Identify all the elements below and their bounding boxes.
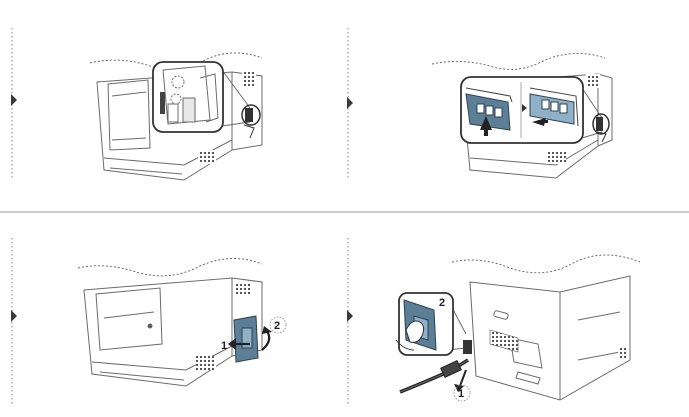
svg-text:2: 2 (439, 297, 445, 309)
part-grill (242, 72, 256, 86)
svg-text:2: 2 (274, 320, 280, 332)
port-detail (592, 113, 610, 143)
side-cover (233, 315, 259, 363)
removal-arrows (228, 326, 272, 351)
arrow-right-icon (347, 310, 353, 322)
step-number-2: 2 (439, 297, 445, 309)
arrow-right-icon (11, 310, 17, 322)
part-grill (586, 74, 600, 88)
arrow-right-icon (347, 97, 353, 109)
memory-module (465, 87, 513, 136)
svg-text:1: 1 (221, 340, 227, 352)
memory-module (529, 87, 579, 127)
step-number-2: 2 (269, 316, 287, 334)
printer-illustration (77, 257, 263, 387)
printer-illustration (451, 254, 641, 401)
part-grill (489, 329, 519, 353)
part-grill (236, 282, 250, 296)
port-detail (241, 104, 261, 139)
zoom-callout (152, 61, 251, 133)
zoom-callout (395, 292, 467, 356)
step-number-1: 1 (221, 340, 227, 352)
step-number-1: 1 (453, 384, 471, 402)
power-cable (399, 358, 469, 394)
power-switch (463, 340, 472, 354)
svg-text:1: 1 (458, 388, 464, 400)
arrow-right-icon (11, 94, 17, 106)
